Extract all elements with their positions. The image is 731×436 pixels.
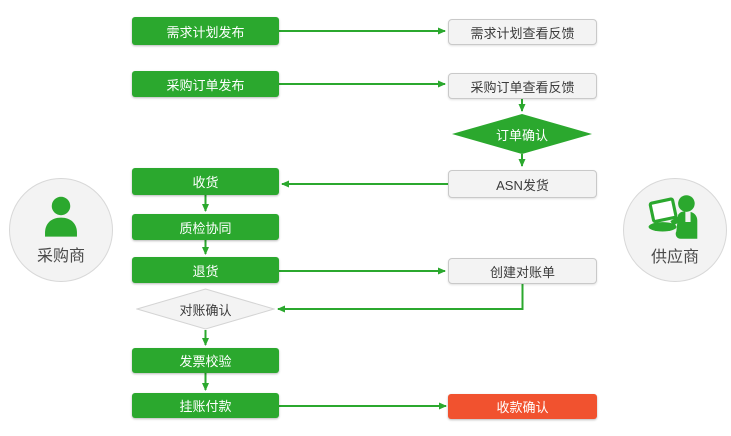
flow-step-po-publish: 采购订单发布 (132, 71, 279, 97)
flow-step-receive: 收货 (132, 168, 279, 195)
actor-buyer: 采购商 (9, 178, 113, 282)
flow-step-demand-publish: 需求计划发布 (132, 17, 279, 45)
flow-step-receipt-confirm: 收款确认 (448, 394, 597, 419)
actor-supplier: 供应商 (623, 178, 727, 282)
actor-label: 采购商 (36, 247, 85, 265)
connector-statement-to-recon-confirm (277, 284, 524, 313)
person-computer-icon (648, 194, 698, 239)
flow-step-asn-ship: ASN发货 (448, 170, 597, 198)
person-icon (45, 196, 77, 237)
flow-step-po-feedback: 采购订单查看反馈 (448, 73, 597, 99)
flow-step-payment: 挂账付款 (132, 393, 279, 418)
flow-step-return-goods: 退货 (132, 257, 279, 283)
flow-step-create-statement: 创建对账单 (448, 258, 597, 284)
decision-order-confirm: 订单确认 (452, 114, 592, 154)
flow-step-demand-feedback: 需求计划查看反馈 (448, 19, 597, 45)
decision-label: 订单确认 (495, 127, 548, 143)
actor-label: 供应商 (650, 248, 699, 266)
decision-recon-confirm: 对账确认 (136, 288, 275, 330)
diamond-shape (136, 288, 275, 330)
decision-label: 对账确认 (179, 302, 232, 318)
diamond-shape (452, 114, 592, 154)
flow-step-quality-collab: 质检协同 (132, 214, 279, 240)
flow-step-invoice-check: 发票校验 (132, 348, 279, 373)
